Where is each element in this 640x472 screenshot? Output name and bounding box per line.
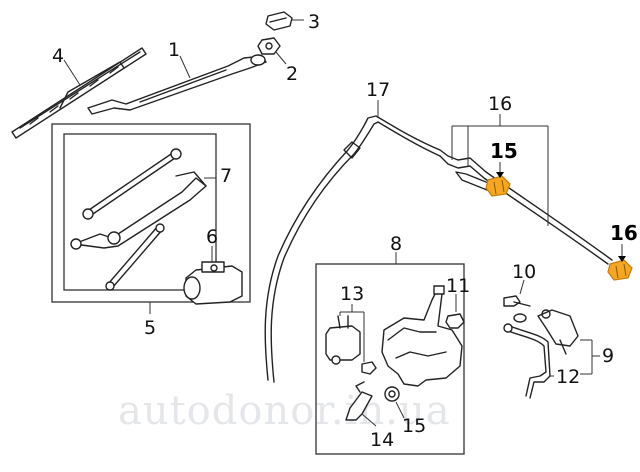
- callout-4: 4: [52, 45, 64, 67]
- leader-9: [580, 339, 600, 375]
- callout-2: 2: [286, 63, 298, 85]
- callout-18: 17: [366, 79, 390, 101]
- callout-6: 6: [206, 226, 218, 248]
- nozzle-clip-highlighted-2: [607, 259, 633, 281]
- washer-reservoir-box: [315, 263, 465, 455]
- wiper-linkage-outer-box: [51, 123, 251, 303]
- nozzle-clip-highlighted: [485, 175, 511, 197]
- pivot-cap: [265, 11, 293, 31]
- callout-3: 3: [308, 11, 320, 33]
- washer-pump: [325, 315, 361, 365]
- callout-16a: 15: [490, 139, 518, 163]
- nut: [257, 37, 281, 55]
- callout-7: 7: [220, 165, 232, 187]
- callout-5: 5: [144, 317, 156, 339]
- wiper-motor: [183, 261, 243, 305]
- callout-17: 16: [488, 93, 512, 115]
- leader-14: [361, 413, 377, 427]
- callout-9: 9: [602, 345, 614, 367]
- leader-10: [519, 279, 525, 295]
- wiper-arm: [87, 54, 267, 115]
- filler-cap: [384, 386, 400, 402]
- callout-10: 10: [512, 261, 536, 283]
- reservoir-cap: [445, 313, 465, 329]
- wiper-linkage: [70, 148, 207, 291]
- grommet: [361, 361, 377, 375]
- rear-hose: [503, 323, 551, 399]
- nozzle-hose: [439, 149, 613, 265]
- callout-1: 1: [168, 39, 180, 61]
- washer-hose: [264, 115, 441, 383]
- wiper-blade: [11, 47, 147, 139]
- callout-8: 8: [390, 233, 402, 255]
- bolt: [503, 295, 531, 307]
- leader-1: [179, 55, 191, 79]
- leader-15: [395, 401, 405, 419]
- callout-11: 11: [446, 275, 470, 297]
- callout-13: 13: [340, 283, 364, 305]
- washer-reservoir: [381, 285, 463, 387]
- rear-nozzle: [537, 309, 579, 355]
- leader-4: [63, 59, 81, 86]
- wiper-linkage-inner-box: [63, 133, 217, 291]
- callout-14: 14: [370, 429, 394, 451]
- callout-16b: 16: [610, 221, 638, 245]
- callout-15: 15: [402, 415, 426, 437]
- callout-12: 12: [556, 366, 580, 388]
- grommet-small: [513, 313, 527, 323]
- leader-2: [275, 51, 287, 65]
